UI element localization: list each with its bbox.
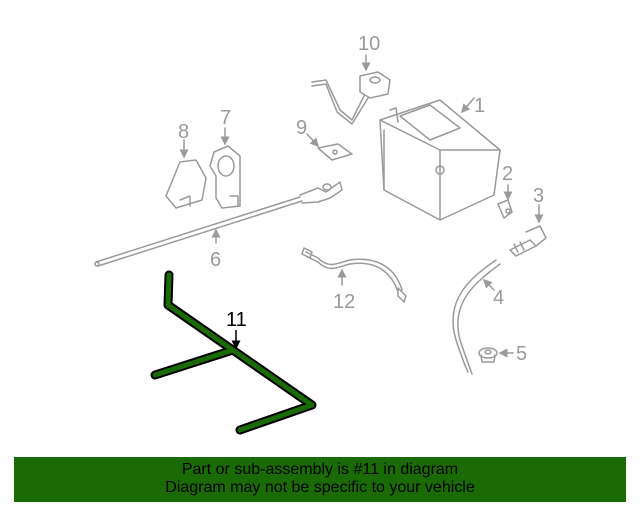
callout-2[interactable]: 2	[502, 163, 514, 185]
pad-part-9	[317, 143, 353, 161]
callout-5[interactable]: 5	[516, 343, 528, 365]
callout-1[interactable]: 1	[474, 95, 486, 117]
sensor-cable-part-10	[311, 71, 391, 125]
positive-cable-part-6	[94, 181, 343, 267]
vent-elbow-part-3	[509, 225, 547, 257]
cover-part-7	[209, 145, 241, 209]
callout-12[interactable]: 12	[333, 291, 356, 313]
battery-part-1	[379, 99, 501, 221]
info-banner: Part or sub-assembly is #11 in diagram D…	[14, 457, 626, 502]
plug-part-2	[497, 199, 513, 219]
ground-cable-part-12	[301, 247, 407, 303]
callout-6[interactable]: 6	[210, 249, 222, 271]
callout-11[interactable]: 11	[226, 309, 247, 331]
callout-8[interactable]: 8	[178, 121, 190, 143]
banner-line-1: Part or sub-assembly is #11 in diagram	[181, 461, 459, 478]
vent-hose-part-4	[452, 259, 497, 373]
terminal-cover-part-8	[165, 159, 207, 209]
hold-down-bracket-part-11	[150, 270, 317, 435]
banner-line-2: Diagram may not be specific to your vehi…	[165, 479, 475, 496]
callout-3[interactable]: 3	[533, 185, 545, 207]
callout-7[interactable]: 7	[220, 107, 232, 129]
callout-10[interactable]: 10	[358, 33, 381, 55]
callout-9[interactable]: 9	[296, 117, 308, 139]
callout-4[interactable]: 4	[493, 287, 505, 309]
grommet-part-5	[478, 347, 498, 363]
